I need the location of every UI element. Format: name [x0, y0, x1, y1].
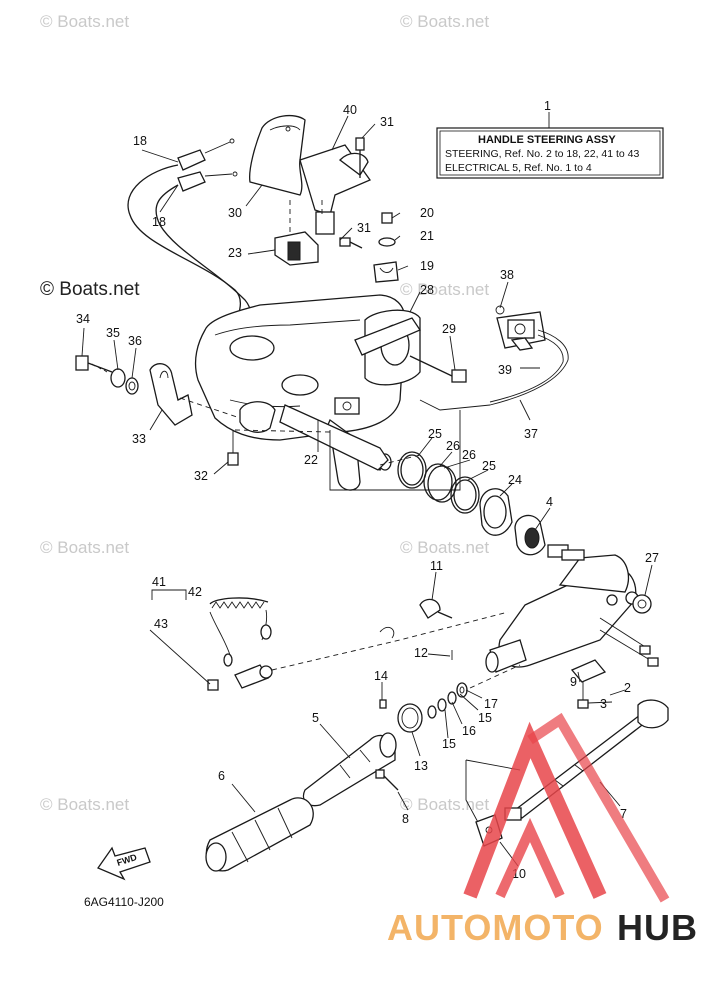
callout-20: 20 — [420, 206, 434, 220]
watermark: © Boats.net — [40, 795, 129, 814]
throttle-cables — [127, 138, 252, 333]
watermark: © Boats.net — [40, 12, 129, 31]
callout-12: 12 — [414, 646, 428, 660]
neutral-switch — [419, 305, 569, 411]
callout-42: 42 — [188, 585, 202, 599]
callout-28: 28 — [420, 283, 434, 297]
callout-13: 13 — [414, 759, 428, 773]
callout-36: 36 — [128, 334, 142, 348]
handle-bracket — [249, 114, 371, 266]
brand-text-hub: HUB — [617, 907, 698, 948]
callout-32: 32 — [194, 469, 208, 483]
callout-41: 41 — [152, 575, 166, 589]
watermark: © Boats.net — [400, 538, 489, 557]
callout-11: 11 — [430, 559, 443, 573]
fwd-arrow: FWD — [97, 846, 151, 881]
callout-14: 14 — [374, 669, 388, 683]
info-box-title: HANDLE STEERING ASSY — [478, 134, 616, 146]
callout-2: 2 — [624, 681, 631, 695]
callout-31: 31 — [380, 115, 394, 129]
throttle-grip — [205, 797, 314, 872]
callout-33: 33 — [132, 432, 146, 446]
callout-24: 24 — [508, 473, 522, 487]
callout-26: 26 — [462, 448, 476, 462]
callout-17: 17 — [484, 697, 498, 711]
small-fasteners — [339, 137, 399, 283]
callout-15: 15 — [442, 737, 456, 751]
callout-39: 39 — [498, 363, 512, 377]
bolt-11 — [419, 598, 453, 660]
callout-30: 30 — [228, 206, 242, 220]
handle-housing — [485, 544, 659, 673]
callout-27: 27 — [645, 551, 659, 565]
callout-18: 18 — [133, 134, 147, 148]
callout-1: 1 — [544, 99, 551, 113]
brand-text-automoto: AUTOMOTO — [387, 907, 604, 948]
callout-25: 25 — [482, 459, 496, 473]
callout-labels: 40 31 18 18 30 31 20 21 23 19 28 38 34 3… — [76, 103, 659, 881]
watermark: © Boats.net — [400, 795, 489, 814]
callout-25: 25 — [428, 427, 442, 441]
watermark: © Boats.net — [40, 538, 129, 557]
callout-6: 6 — [218, 769, 225, 783]
plate-9 — [570, 659, 607, 709]
callout-35: 35 — [106, 326, 120, 340]
info-box-line-1: STEERING, Ref. No. 2 to 18, 22, 41 to 43 — [445, 148, 640, 160]
brand-logo: AUTOMOTO HUB — [387, 712, 698, 948]
leader-lines — [81, 115, 653, 867]
callout-23: 23 — [228, 246, 242, 260]
callout-19: 19 — [420, 259, 434, 273]
callout-15: 15 — [478, 711, 492, 725]
callout-8: 8 — [402, 812, 409, 826]
callout-3: 3 — [600, 697, 607, 711]
left-fasteners — [75, 355, 241, 466]
screw-8 — [375, 769, 399, 791]
stop-switch-lanyard — [151, 589, 509, 691]
callout-18: 18 — [152, 215, 166, 229]
callout-7: 7 — [620, 807, 627, 821]
callout-40: 40 — [343, 103, 357, 117]
callout-9: 9 — [570, 675, 577, 689]
callout-43: 43 — [154, 617, 168, 631]
bolt-29 — [409, 355, 467, 383]
watermark-large: © Boats.net — [40, 279, 140, 300]
callout-5: 5 — [312, 711, 319, 725]
info-box-line-2: ELECTRICAL 5, Ref. No. 1 to 4 — [445, 162, 592, 174]
callout-16: 16 — [462, 724, 476, 738]
callout-21: 21 — [420, 229, 434, 243]
watermark: © Boats.net — [400, 12, 489, 31]
callout-4: 4 — [546, 495, 553, 509]
friction-parts — [379, 664, 521, 733]
throttle-shaft — [302, 732, 397, 807]
callout-37: 37 — [524, 427, 538, 441]
callout-34: 34 — [76, 312, 90, 326]
diagram-code: 6AG4110-J200 — [84, 895, 164, 909]
callout-31: 31 — [357, 221, 371, 235]
rings-stack — [397, 451, 546, 556]
info-box: 1 HANDLE STEERING ASSY STEERING, Ref. No… — [436, 99, 664, 179]
callout-38: 38 — [500, 268, 514, 282]
callout-29: 29 — [442, 322, 456, 336]
watermark: © Boats.net — [400, 280, 489, 299]
callout-22: 22 — [304, 453, 318, 467]
callout-26: 26 — [446, 439, 460, 453]
